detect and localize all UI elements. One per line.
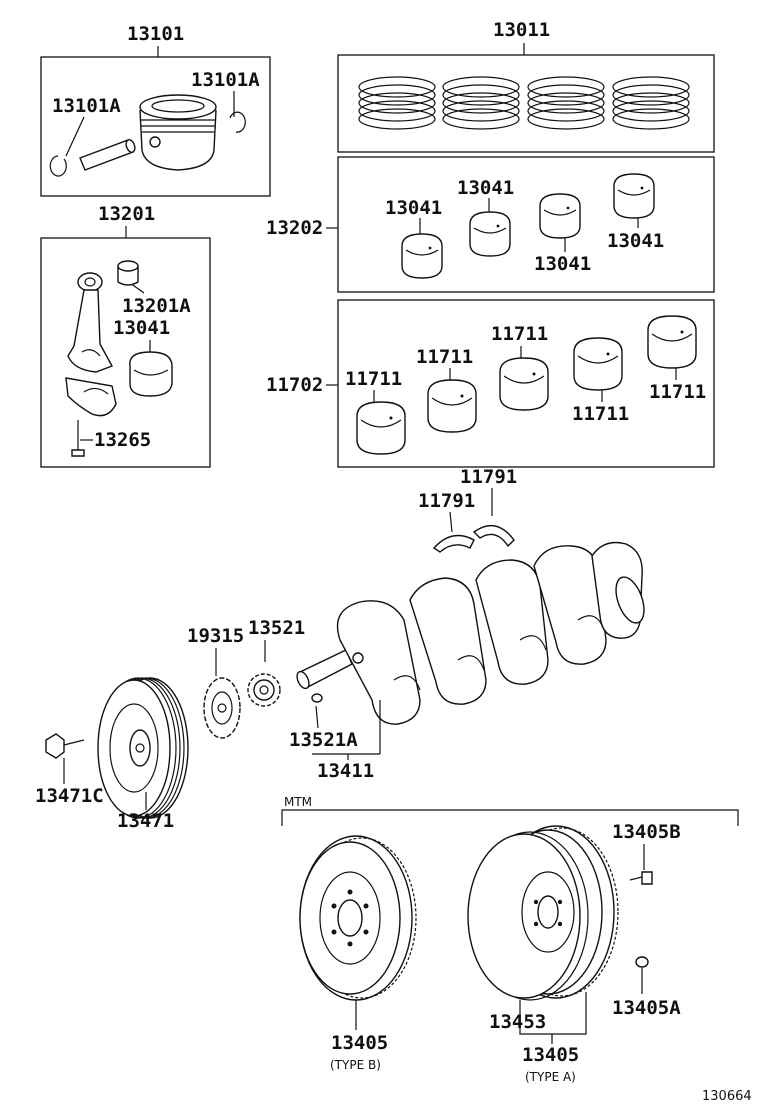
main-bearing-2-code[interactable]: 11711 — [416, 346, 473, 368]
piston-ring-icon — [358, 76, 436, 130]
crank-sprocket-icon — [247, 673, 281, 707]
crank-key-icon — [311, 693, 323, 703]
flywheel-section: MTM 13405 (TYPE B) 13453 — [281, 795, 739, 1084]
dowel-pin-icon — [635, 956, 649, 968]
conrod-bearing-code[interactable]: 13041 — [113, 317, 170, 339]
main-bearings-code[interactable]: 11702 — [266, 374, 323, 396]
flywheel-type-b-caption: (TYPE B) — [330, 1058, 381, 1072]
main-bearing-shell-icon — [647, 315, 697, 369]
piston-ring-icon — [527, 76, 605, 130]
crank-key-code[interactable]: 13521A — [289, 729, 358, 751]
conrod-bearing-shell-icon — [401, 233, 443, 279]
conrod-cap-icon — [65, 377, 117, 417]
thrust-washer-icon — [472, 524, 515, 548]
conrod-bearing-shell-icon — [613, 173, 655, 219]
conrod-bearing-shell-icon — [469, 211, 511, 257]
flywheel-type-a-bracket — [519, 992, 587, 1035]
conrod-bearing-1-code[interactable]: 13041 — [385, 197, 442, 219]
dowel-pin-code[interactable]: 13405A — [612, 997, 681, 1019]
snap-ring-right-icon — [229, 111, 246, 133]
piston-icon — [139, 94, 217, 171]
conrod-icon — [67, 272, 114, 373]
piston-box — [40, 56, 271, 197]
crankshaft-icon — [296, 541, 645, 725]
crankshaft-code[interactable]: 13411 — [317, 760, 374, 782]
main-bearing-5-code[interactable]: 11711 — [649, 381, 706, 403]
mtm-bracket — [281, 809, 739, 826]
ring-gear-code[interactable]: 13453 — [489, 1011, 546, 1033]
pulley-bolt-icon — [45, 733, 85, 759]
crank-pulley-icon — [97, 677, 189, 819]
conrod-bearings-code[interactable]: 13202 — [266, 217, 323, 239]
ring-set-box — [337, 54, 715, 153]
thrust-washer-right-code[interactable]: 11791 — [460, 466, 517, 488]
main-bearings-box — [337, 299, 715, 468]
piston-ring-icon — [612, 76, 690, 130]
conrod-bearing-icon — [129, 351, 173, 397]
conrod-box — [40, 237, 211, 468]
conrod-bearing-3-code[interactable]: 13041 — [534, 253, 591, 275]
mtm-label: MTM — [284, 795, 312, 809]
thrust-washer-left-code[interactable]: 11791 — [418, 490, 475, 512]
crank-sprocket-code[interactable]: 13521 — [248, 617, 305, 639]
conrod-bearing-2-code[interactable]: 13041 — [457, 177, 514, 199]
flywheel-type-b-code[interactable]: 13405 — [331, 1032, 388, 1054]
flywheel-type-b-icon — [299, 835, 417, 1001]
bushing-code[interactable]: 13201A — [122, 295, 191, 317]
bushing-icon — [117, 260, 139, 286]
diagram-id: 130664 — [702, 1089, 752, 1104]
conrod-bearing-shell-icon — [539, 193, 581, 239]
snap-ring-left-icon — [49, 155, 67, 177]
main-bearing-shell-icon — [427, 379, 477, 433]
flywheel-bolt-icon — [629, 871, 653, 885]
conrod-bolt-icon — [71, 420, 85, 457]
piston-ring-icon — [442, 76, 520, 130]
main-bearing-3-code[interactable]: 11711 — [491, 323, 548, 345]
piston-pin-icon — [79, 139, 136, 171]
conrod-group: 13201 13201A 13041 13265 — [40, 203, 211, 468]
timing-gear-icon — [203, 677, 241, 739]
thrust-washer-group: 11791 11791 — [418, 466, 517, 553]
ring-set-code[interactable]: 13011 — [493, 19, 550, 41]
conrod-bearing-4-code[interactable]: 13041 — [607, 230, 664, 252]
main-bearings-group: 11702 11711 11711 11711 11711 11711 — [266, 299, 715, 468]
conrod-code[interactable]: 13201 — [98, 203, 155, 225]
flywheel-type-a-icon — [467, 825, 619, 1001]
main-bearing-shell-icon — [573, 337, 623, 391]
flywheel-type-a-caption: (TYPE A) — [525, 1070, 576, 1084]
timing-gear-code[interactable]: 19315 — [187, 625, 244, 647]
flywheel-type-a-code[interactable]: 13405 — [522, 1044, 579, 1066]
crankshaft-group: 13411 — [296, 541, 645, 782]
crank-front-group: 13521A 13521 19315 — [187, 617, 358, 751]
piston-code[interactable]: 13101 — [127, 23, 184, 45]
conrod-bolt-code[interactable]: 13265 — [94, 429, 151, 451]
conrod-bearings-group: 13202 13041 13041 13041 13041 — [266, 156, 715, 293]
ring-set-group: 13011 — [337, 19, 715, 153]
piston-group: 13101 13101A 13101A — [40, 23, 271, 197]
flywheel-bolt-code[interactable]: 13405B — [612, 821, 681, 843]
main-bearing-1-code[interactable]: 11711 — [345, 368, 402, 390]
main-bearing-4-code[interactable]: 11711 — [572, 403, 629, 425]
conrod-bearings-box — [337, 156, 715, 293]
thrust-washer-icon — [432, 534, 475, 553]
main-bearing-shell-icon — [356, 401, 406, 455]
main-bearing-shell-icon — [499, 357, 549, 411]
pulley-bolt-code[interactable]: 13471C — [35, 785, 104, 807]
snap-ring-left-code[interactable]: 13101A — [52, 95, 121, 117]
pulley-group: 13471 13471C — [35, 677, 189, 832]
snap-ring-right-code[interactable]: 13101A — [191, 69, 260, 91]
crank-pulley-code[interactable]: 13471 — [117, 810, 174, 832]
